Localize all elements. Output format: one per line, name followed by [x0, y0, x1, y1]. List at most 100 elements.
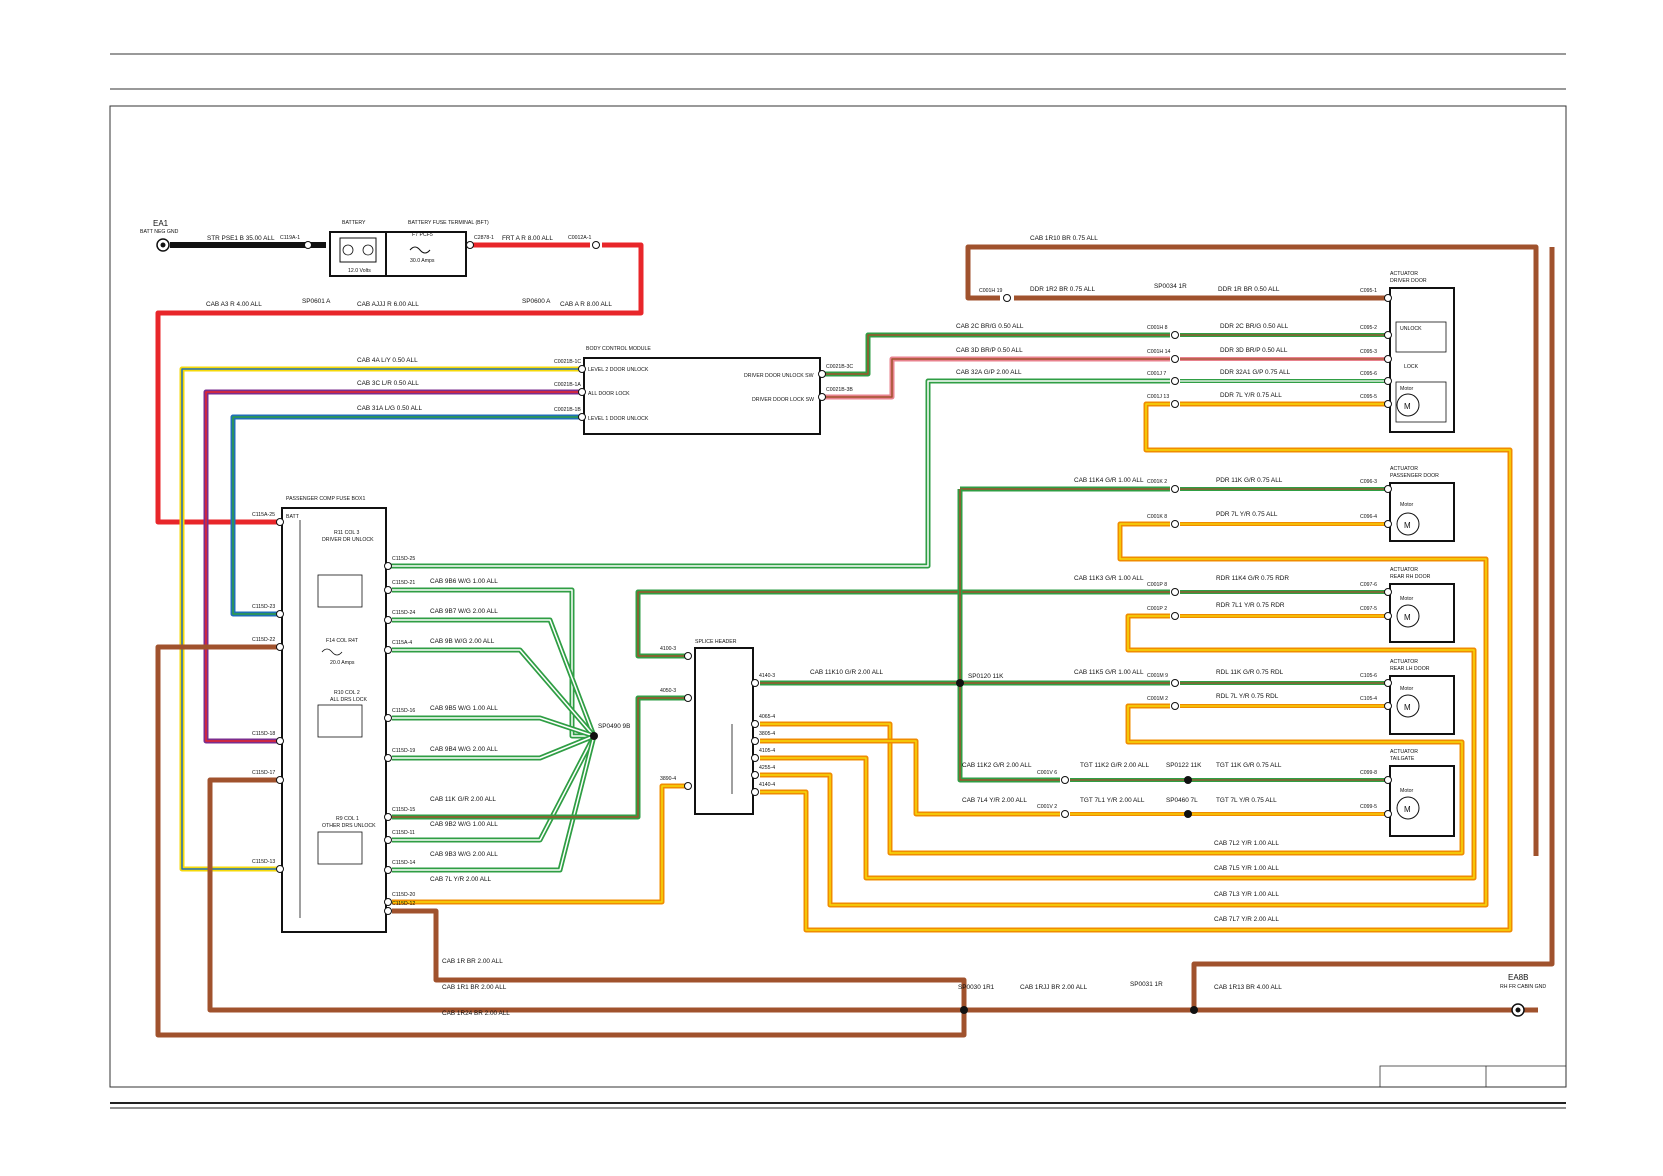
splice-sp0122	[1184, 776, 1192, 784]
pass-motor-m: M	[1404, 521, 1411, 530]
label-wire-11k4-cab: CAB 11K4 G/R 1.00 ALL	[1074, 477, 1144, 484]
label-wire-9b5: CAB 9B5 W/G 1.00 ALL	[430, 705, 498, 712]
wire-1r10	[965, 244, 1539, 856]
wire-sp0120-link	[957, 489, 1060, 783]
connector-c001h-8-icon	[1171, 331, 1179, 339]
fuse-box-fuse-icon	[321, 648, 343, 656]
wires	[155, 242, 1555, 1038]
connector-c105-4-label: C105-4	[1360, 696, 1377, 702]
act-rrh-label-1: ACTUATOR	[1390, 567, 1418, 573]
connector-c105-4-icon	[1384, 702, 1392, 710]
relay2-label-b: ALL DRS LOCK	[330, 697, 368, 703]
relay3-label-b: OTHER DRS UNLOCK	[322, 823, 376, 829]
connector-c095-6-icon	[1384, 377, 1392, 385]
connector-c115d-17-icon	[276, 776, 284, 784]
connector-s4255-4-label: 4255-4	[759, 765, 775, 771]
rear-lh-motor-icon	[1396, 694, 1420, 718]
rrh-motor-m: M	[1404, 613, 1411, 622]
wire-3d-cab-tracer	[819, 358, 1170, 398]
connector-c119a-label: C119A-1	[280, 235, 300, 241]
battery-cell	[339, 237, 377, 263]
label-wire-32a-cab: CAB 32A G/P 2.00 ALL	[956, 369, 1022, 376]
connector-c115d-21-label: C115D-21	[392, 580, 415, 586]
label-wire-9b6: CAB 9B6 W/G 1.00 ALL	[430, 578, 498, 585]
connector-c099-5-label: C099-5	[1360, 804, 1377, 810]
act-tg-label-1: ACTUATOR	[1390, 749, 1418, 755]
driver-motor-label: Motor	[1400, 386, 1414, 392]
wire-9b5	[392, 715, 595, 739]
connector-c001j-13-icon	[1171, 400, 1179, 408]
label-wire-7l-rdl: RDL 7L Y/R 0.75 RDL	[1216, 693, 1279, 700]
connector-c0021b-1c-label: C0021B-1C	[554, 359, 581, 365]
connector-s3890-4-icon	[684, 782, 692, 790]
connector-c095-3-icon	[1384, 355, 1392, 363]
act-pass-label-1: ACTUATOR	[1390, 466, 1418, 472]
connector-c115d-14-label: C115D-14	[392, 860, 415, 866]
label-wire-7l1-rdr: RDR 7L1 Y/R 0.75 RDR	[1216, 602, 1285, 609]
label-wire-9b: CAB 9B W/G 2.00 ALL	[430, 638, 495, 645]
connector-s4065-4-icon	[751, 720, 759, 728]
label-sp0600: SP0600 A	[522, 298, 551, 305]
label-wire-1r1: CAB 1R1 BR 2.00 ALL	[442, 984, 507, 991]
rlh-motor-label: Motor	[1400, 686, 1414, 692]
connector-c115d-23-icon	[276, 610, 284, 618]
connector-c099-5-icon	[1384, 810, 1392, 818]
label-wire-2c-ddr: DDR 2C BR/G 0.50 ALL	[1220, 323, 1289, 330]
connector-c001h-14-label: C001H 14	[1147, 349, 1170, 355]
label-wire-1r13: CAB 1R13 BR 4.00 ALL	[1214, 984, 1282, 991]
splice-sp0460	[1184, 810, 1192, 818]
wire-31a-tracer	[232, 416, 580, 615]
connector-c0012a-icon	[592, 241, 600, 249]
connector-c115d-20-icon	[384, 898, 392, 906]
ground-ea1-center	[160, 242, 166, 248]
act-pass-label-2: PASSENGER DOOR	[1390, 473, 1439, 479]
connector-c115d-25-icon	[384, 562, 392, 570]
label-wire-1r-cab: CAB 1R BR 2.00 ALL	[442, 958, 503, 965]
label-wire-3d-ddr: DDR 3D BR/P 0.50 ALL	[1220, 347, 1288, 354]
bcm-input-2: ALL DOOR LOCK	[588, 391, 630, 397]
label-wire-7l-pdr: PDR 7L Y/R 0.75 ALL	[1216, 511, 1278, 518]
label-wire-32a-ddr: DDR 32A1 G/P 0.75 ALL	[1220, 369, 1291, 376]
connector-c095-5-label: C095-5	[1360, 394, 1377, 400]
label-wire-11k4-rdr: RDR 11K4 G/R 0.75 RDR	[1216, 575, 1289, 582]
connector-c115d-22-label: C115D-22	[252, 637, 275, 643]
label-wire-7l7: CAB 7L7 Y/R 2.00 ALL	[1214, 916, 1279, 923]
wire-7l4-cab-tracer	[760, 740, 1060, 815]
wire-11k3-cab-tracer	[637, 591, 1170, 657]
connector-c115d-21-icon	[384, 586, 392, 594]
label-sp0122: SP0122 11K	[1166, 762, 1202, 769]
wire-7l3-tracer	[760, 523, 1487, 906]
label-wire-ar8: CAB A R 8.00 ALL	[560, 301, 612, 308]
connector-c001m-2-icon	[1171, 702, 1179, 710]
fuse-box-batt: BATT	[286, 514, 300, 520]
connector-c001h-19-label: C001H 19	[979, 288, 1002, 294]
label-wire-9b2: CAB 9B2 W/G 1.00 ALL	[430, 821, 498, 828]
connector-c001p-8-icon	[1171, 588, 1179, 596]
connector-s4065-4-label: 4065-4	[759, 714, 775, 720]
label-wire-11k2-tgt: TGT 11K2 G/R 2.00 ALL	[1080, 762, 1149, 769]
passenger-motor-icon	[1396, 512, 1420, 536]
label-wire-7l5: CAB 7L5 Y/R 1.00 ALL	[1214, 865, 1279, 872]
wire-9b6-tracer	[392, 589, 594, 737]
connector-c2878-label: C2878-1	[474, 235, 494, 241]
connector-c115d-11-icon	[384, 836, 392, 844]
wire-11k3-cab	[635, 589, 1170, 659]
wire-1r24	[155, 644, 967, 1038]
driver-motor-icon	[1396, 393, 1420, 417]
fuse-terminal-label: BATTERY FUSE TERMINAL (BFT)	[408, 220, 489, 226]
wire-7l2-tracer	[760, 705, 1463, 854]
connector-c001v-6-label: C001V 6	[1037, 770, 1057, 776]
connector-c0021b-3c-label: C0021B-3C	[826, 364, 853, 370]
connector-c115d-25-label: C115D-25	[392, 556, 415, 562]
connector-c001m-9-label: C001M 9	[1147, 673, 1168, 679]
connector-c001k-2-icon	[1171, 485, 1179, 493]
connector-c001h-8-label: C001H 8	[1147, 325, 1168, 331]
wire-3c-tracer	[205, 391, 580, 742]
connector-c001v-2-icon	[1061, 810, 1069, 818]
connector-c0021b-3b-label: C0021B-3B	[826, 387, 853, 393]
connector-c095-1-label: C095-1	[1360, 288, 1377, 294]
label-wire-11k-rdl: RDL 11K G/R 0.75 RDL	[1216, 669, 1284, 676]
label-sp0034: SP0034 1R	[1154, 283, 1187, 290]
connector-c001p-8-label: C001P 8	[1147, 582, 1167, 588]
wire-7l-cab-tracer	[392, 785, 685, 903]
